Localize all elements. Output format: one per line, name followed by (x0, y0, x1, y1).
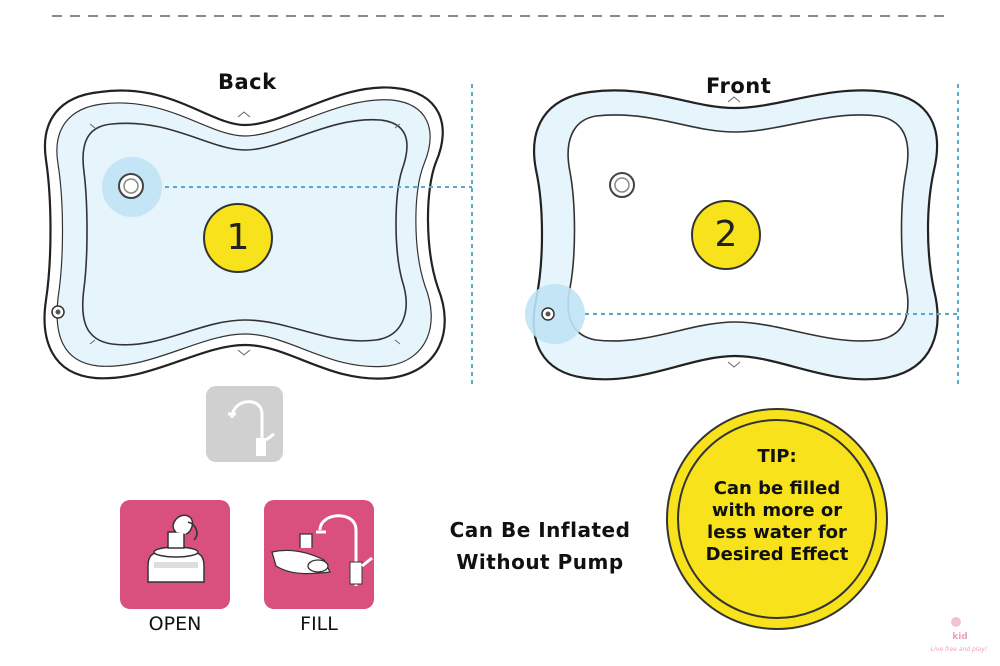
tip-badge (666, 408, 888, 630)
tip-badge-ring (677, 419, 877, 619)
step-1-badge: 1 (226, 217, 250, 258)
tip-line-2: with more or (711, 500, 843, 521)
logo-tagline: Live free and play! (930, 646, 988, 653)
logo (924, 617, 994, 656)
brand-logo: kid Live free and play! (924, 630, 994, 656)
tip-line-4: Desired Effect (705, 544, 849, 565)
tip-title: TIP: (757, 446, 797, 467)
back-mat (43, 84, 473, 385)
cap-open-icon (120, 500, 230, 609)
back-label: Back (218, 70, 277, 94)
faucet-icon (206, 386, 283, 462)
logo-text: kid (952, 632, 968, 642)
inflate-line-2: Without Pump (456, 550, 624, 574)
tip-text: Can be filled with more or less water fo… (686, 478, 868, 566)
inflate-caption: Can Be Inflated Without Pump (440, 514, 640, 578)
step-2-badge: 2 (714, 214, 738, 255)
open-label: OPEN (148, 613, 202, 635)
front-label: Front (706, 74, 772, 98)
tip-line-3: less water for (707, 522, 847, 543)
faucet-fill-icon (264, 500, 374, 609)
inflate-line-1: Can Be Inflated (449, 518, 631, 542)
fill-label: FILL (300, 613, 338, 635)
front-mat (525, 84, 959, 385)
tip-line-1: Can be filled (713, 478, 841, 499)
